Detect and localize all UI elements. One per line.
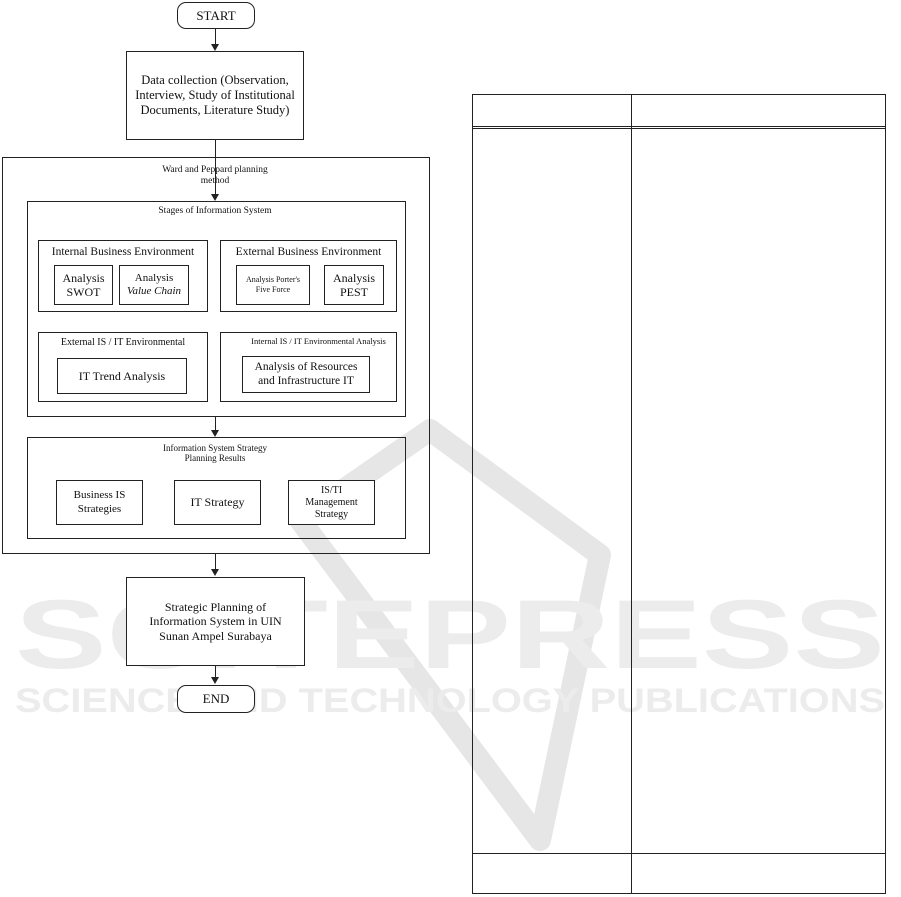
arrow-stages-to-results	[215, 417, 216, 430]
analysis-value-chain-label: Analysis	[134, 271, 174, 284]
it-strategy-box: IT Strategy	[174, 480, 261, 525]
internal-business-frame	[38, 240, 208, 312]
table-header-rule	[472, 126, 886, 127]
strategy-results-label: Information System Strategy Planning Res…	[163, 443, 267, 464]
strategy-results-frame	[27, 437, 406, 539]
strategic-planning-box: Strategic Planning of Information System…	[126, 577, 305, 666]
external-isit-label: External IS / IT Environmental	[60, 337, 186, 348]
analysis-porter-box: Analysis Porter's Five Force	[236, 265, 310, 305]
arrow-method-to-planning	[215, 554, 216, 569]
it-strategy-label: IT Strategy	[190, 495, 245, 510]
empty-table	[472, 94, 886, 894]
analysis-pest-box: Analysis PEST	[324, 265, 384, 305]
internal-isit-label: Internal IS / IT Environmental Analysis	[251, 336, 386, 346]
arrowhead	[211, 569, 219, 576]
external-isit-frame	[38, 332, 208, 402]
is-ti-mgmt-label: IS/TI Management Strategy	[305, 484, 358, 520]
data-collection-box: Data collection (Observation, Interview,…	[126, 51, 304, 140]
table-header-rule-2	[472, 128, 886, 129]
arrowhead	[211, 44, 219, 51]
analysis-porter-label: Analysis Porter's Five Force	[245, 275, 301, 294]
is-ti-mgmt-box: IS/TI Management Strategy	[288, 480, 375, 525]
start-label: START	[196, 7, 236, 23]
end-terminal: END	[177, 685, 255, 713]
end-label: END	[202, 691, 230, 707]
arrowhead	[211, 194, 219, 201]
it-trend-box: IT Trend Analysis	[57, 358, 187, 394]
external-business-label: External Business Environment	[235, 246, 382, 258]
start-terminal: START	[177, 2, 255, 29]
stages-frame	[27, 201, 406, 417]
analysis-swot-label: Analysis SWOT	[62, 270, 105, 299]
internal-business-label: Internal Business Environment	[51, 246, 195, 258]
arrow-collection-to-method	[215, 140, 216, 194]
analysis-swot-box: Analysis SWOT	[54, 265, 113, 305]
data-collection-label: Data collection (Observation, Interview,…	[135, 73, 295, 117]
analysis-value-chain-box: Analysis Value Chain	[119, 265, 189, 305]
arrowhead	[211, 677, 219, 684]
analysis-pest-label: Analysis PEST	[333, 270, 375, 299]
internal-isit-frame	[220, 332, 397, 402]
arrow-planning-to-end	[215, 666, 216, 677]
external-business-frame	[220, 240, 397, 312]
arrowhead	[211, 430, 219, 437]
table-column-divider	[631, 94, 632, 894]
table-bottom-row-rule	[472, 853, 886, 854]
ward-peppard-frame	[2, 157, 430, 554]
resources-infra-label: Analysis of Resources and Infrastructure…	[254, 360, 358, 387]
strategic-planning-label: Strategic Planning of Information System…	[149, 599, 282, 643]
arrow-start-to-collection	[215, 29, 216, 44]
value-chain-term: Value Chain	[126, 285, 182, 297]
stages-label: Stages of Information System	[158, 206, 272, 216]
resources-infra-box: Analysis of Resources and Infrastructure…	[242, 356, 370, 393]
ward-peppard-label: Ward and Peppard planning method	[162, 165, 268, 186]
business-is-box: Business IS Strategies	[56, 480, 143, 525]
business-is-label: Business IS Strategies	[73, 489, 126, 515]
it-trend-label: IT Trend Analysis	[78, 368, 166, 383]
